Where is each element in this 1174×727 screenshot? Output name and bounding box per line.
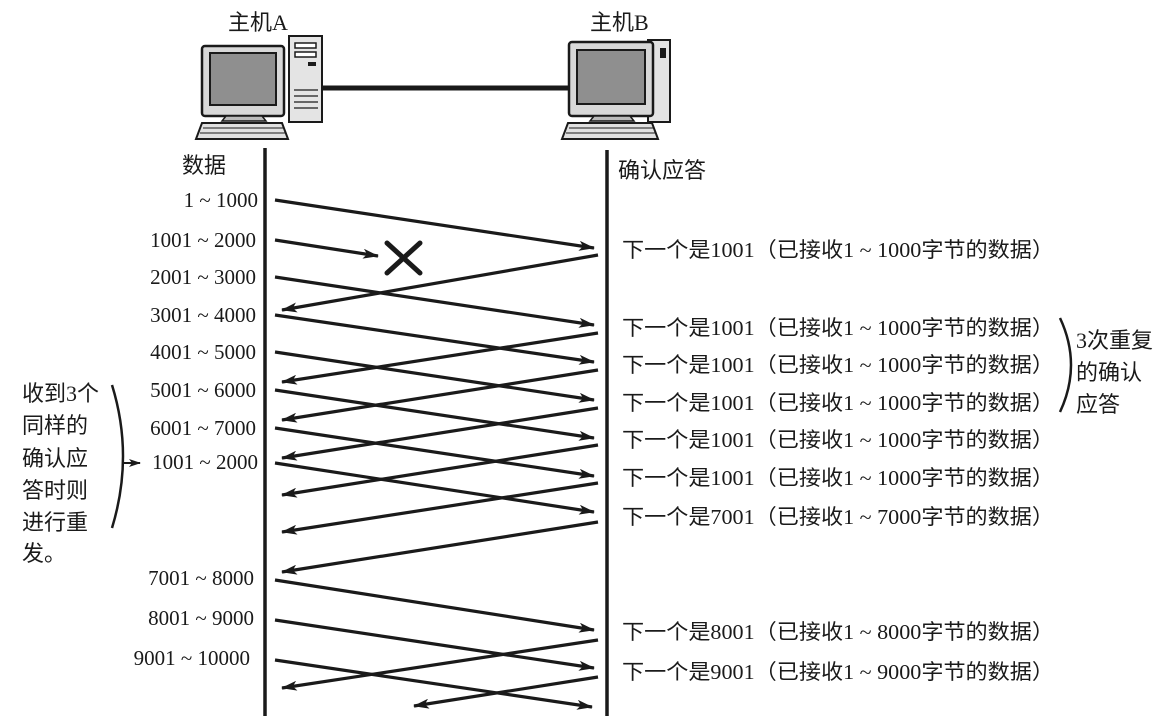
data-arrow-1-1000	[274, 198, 595, 251]
segment-label: 1 ~ 1000	[184, 188, 258, 212]
data-arrow-8001-9000	[274, 618, 595, 671]
ack-labels: 下一个是1001（已接收1 ~ 1000字节的数据） 下一个是1001（已接收1…	[622, 238, 1054, 684]
note-line: 3次重复	[1076, 328, 1153, 353]
ack-arrow-6	[281, 481, 599, 535]
data-arrow-4001-5000	[274, 350, 595, 403]
ack-label: 下一个是9001（已接收1 ~ 9000字节的数据）	[622, 660, 1054, 684]
ack-label: 下一个是1001（已接收1 ~ 1000字节的数据）	[622, 316, 1054, 340]
ack-label: 下一个是1001（已接收1 ~ 1000字节的数据）	[622, 391, 1054, 415]
data-arrow-9001-10000	[274, 658, 593, 710]
ack-arrow-9	[413, 675, 599, 709]
ack-label: 下一个是7001（已接收1 ~ 7000字节的数据）	[622, 505, 1054, 529]
data-arrow-5001-6000	[274, 388, 595, 441]
note-line: 进行重	[22, 510, 88, 535]
ack-arrow-7	[281, 520, 599, 575]
ack-arrow-2	[281, 331, 599, 385]
segment-label: 9001 ~ 10000	[134, 646, 250, 670]
host-b-label: 主机B	[590, 10, 649, 35]
note-line: 应答	[1076, 392, 1120, 417]
lost-packet-cross-mark-icon	[384, 240, 423, 276]
data-arrow-1001-2000-retransmit	[274, 461, 595, 515]
ack-label: 下一个是1001（已接收1 ~ 1000字节的数据）	[622, 466, 1054, 490]
host-a-label: 主机A	[228, 10, 288, 35]
host-b-computer-icon	[560, 39, 671, 140]
duplicate-ack-note: 3次重复 的确认 应答	[1076, 328, 1153, 417]
data-arrow-6001-7000	[274, 426, 595, 479]
segment-label: 7001 ~ 8000	[148, 566, 254, 590]
ack-arrow-4	[281, 406, 599, 461]
ack-arrow-1	[281, 253, 599, 313]
duplicate-ack-bracket	[1058, 317, 1073, 413]
ack-arrow-3	[281, 368, 599, 423]
segment-label: 6001 ~ 7000	[150, 416, 256, 440]
note-line: 确认应	[22, 446, 88, 471]
host-a-computer-icon	[194, 35, 323, 140]
segment-label: 1001 ~ 2000	[150, 228, 256, 252]
note-line: 发。	[22, 541, 66, 566]
segment-label: 5001 ~ 6000	[150, 378, 256, 402]
ack-label: 下一个是8001（已接收1 ~ 8000字节的数据）	[622, 620, 1054, 644]
ack-arrow-8	[281, 638, 599, 691]
segment-labels: 1 ~ 1000 1001 ~ 2000 2001 ~ 3000 3001 ~ …	[134, 188, 258, 670]
ack-column-header: 确认应答	[618, 158, 706, 183]
segment-label: 8001 ~ 9000	[148, 606, 254, 630]
segment-label: 4001 ~ 5000	[150, 340, 256, 364]
segment-label: 2001 ~ 3000	[150, 265, 256, 289]
ack-arrow-5	[281, 443, 599, 498]
note-line: 答时则	[22, 478, 88, 503]
data-arrow-2001-3000	[274, 275, 595, 328]
ack-label: 下一个是1001（已接收1 ~ 1000字节的数据）	[622, 428, 1054, 452]
retransmit-bracket	[110, 384, 125, 529]
ack-label: 下一个是1001（已接收1 ~ 1000字节的数据）	[622, 353, 1054, 377]
segment-label-retransmit: 1001 ~ 2000	[152, 450, 258, 474]
data-arrow-7001-8000	[274, 578, 595, 633]
data-arrow-3001-4000	[274, 313, 595, 365]
ack-label: 下一个是1001（已接收1 ~ 1000字节的数据）	[622, 238, 1054, 262]
note-line: 的确认	[1076, 360, 1142, 385]
note-line: 收到3个	[22, 381, 99, 406]
data-arrow-1001-2000-lost	[274, 238, 379, 259]
data-column-header: 数据	[182, 153, 226, 178]
retransmit-note: 收到3个 同样的 确认应 答时则 进行重 发。	[22, 381, 99, 566]
segment-label: 3001 ~ 4000	[150, 303, 256, 327]
note-line: 同样的	[22, 413, 88, 438]
